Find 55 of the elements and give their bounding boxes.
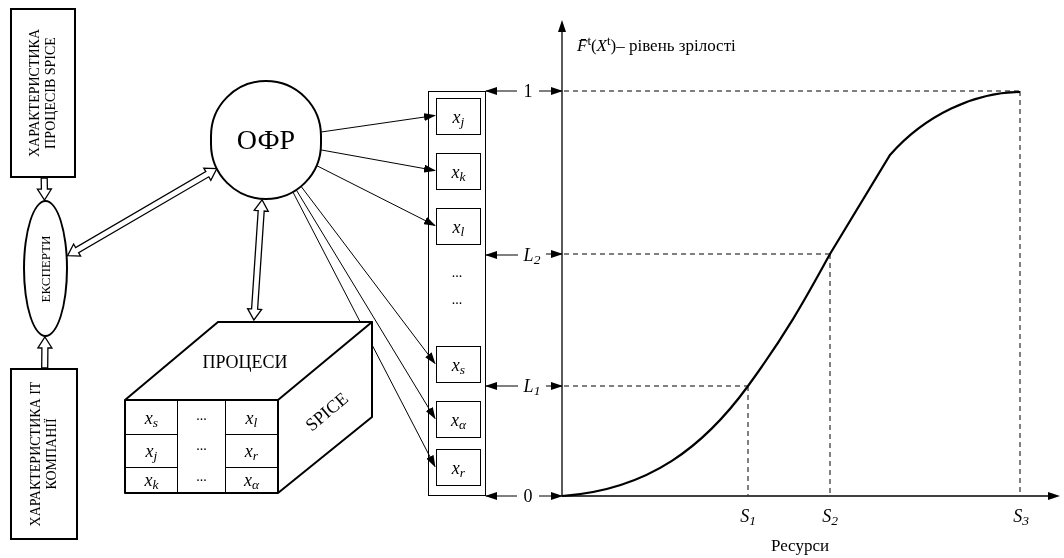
variable-label: x$_{l}$ bbox=[452, 217, 465, 236]
variable-label: x$_{k}$ bbox=[451, 162, 466, 181]
node-label: ЕКСПЕРТИ bbox=[37, 234, 54, 304]
tick-label: S$_{3}$ bbox=[1013, 507, 1029, 525]
arrow bbox=[292, 191, 436, 468]
variable-cell bbox=[436, 208, 481, 245]
arrow bbox=[545, 382, 563, 390]
rotated-text-box bbox=[10, 368, 78, 540]
arrow bbox=[485, 87, 518, 95]
arrow bbox=[485, 382, 519, 390]
double-line-arrow bbox=[36, 335, 54, 369]
level-label: 0 bbox=[523, 487, 533, 505]
variable-label: x$_{r}$ bbox=[244, 442, 259, 460]
variable-cell bbox=[436, 98, 481, 135]
arrow bbox=[316, 165, 436, 226]
level-label: L$_{1}$ bbox=[523, 377, 541, 395]
variable-label: x$_{α}$ bbox=[243, 471, 260, 489]
double-line-arrow bbox=[66, 167, 218, 257]
arrow bbox=[485, 492, 518, 500]
node-label: ХАРАКТЕРИСТИКА ПРОЦЕСІВ SPICE bbox=[27, 27, 59, 160]
axis-title: F̄$^{t}$(X$^{t}$)– рівень зрілості bbox=[577, 33, 736, 58]
tick-label: S$_{2}$ bbox=[822, 507, 838, 525]
level-label: L$_{2}$ bbox=[523, 246, 541, 264]
variable-label: x$_{r}$ bbox=[451, 458, 466, 477]
variable-cell bbox=[436, 401, 481, 438]
ellipsis-text: ... bbox=[196, 439, 207, 454]
arrow bbox=[296, 189, 436, 420]
column-box bbox=[428, 91, 486, 496]
variable-label: x$_{s}$ bbox=[144, 408, 159, 427]
tick-label: S$_{1}$ bbox=[740, 507, 756, 525]
ellipsis-text: ... bbox=[196, 409, 207, 424]
rotated-text-box bbox=[10, 8, 76, 178]
double-line-arrow bbox=[246, 198, 270, 322]
variable-cell bbox=[436, 346, 481, 383]
node-label: ХАРАКТЕРИСТИКА ІТ КОМПАНІЇ bbox=[28, 380, 60, 529]
ellipsis-text: ... bbox=[196, 469, 207, 484]
variable-label: x$_{l}$ bbox=[245, 408, 258, 427]
double-line-arrow bbox=[36, 177, 53, 202]
arrow bbox=[485, 251, 519, 259]
variable-label: x$_{k}$ bbox=[144, 471, 159, 489]
level-label: 1 bbox=[523, 82, 533, 100]
arrow bbox=[538, 492, 563, 500]
cube-label: ПРОЦЕСИ bbox=[202, 350, 288, 374]
ellipsis-text: ... bbox=[451, 293, 463, 307]
arrow bbox=[538, 87, 563, 95]
ellipsis-text: ... bbox=[451, 266, 463, 280]
node-label: ОФР bbox=[236, 123, 296, 157]
variable-cell bbox=[436, 449, 481, 486]
variable-label: x$_{s}$ bbox=[451, 355, 466, 374]
variable-cell bbox=[436, 153, 481, 190]
arrow bbox=[545, 250, 563, 258]
axis-title: Ресурси bbox=[770, 536, 830, 554]
arrow bbox=[300, 186, 436, 365]
arrow bbox=[321, 113, 436, 133]
variable-label: x$_{α}$ bbox=[450, 410, 467, 429]
